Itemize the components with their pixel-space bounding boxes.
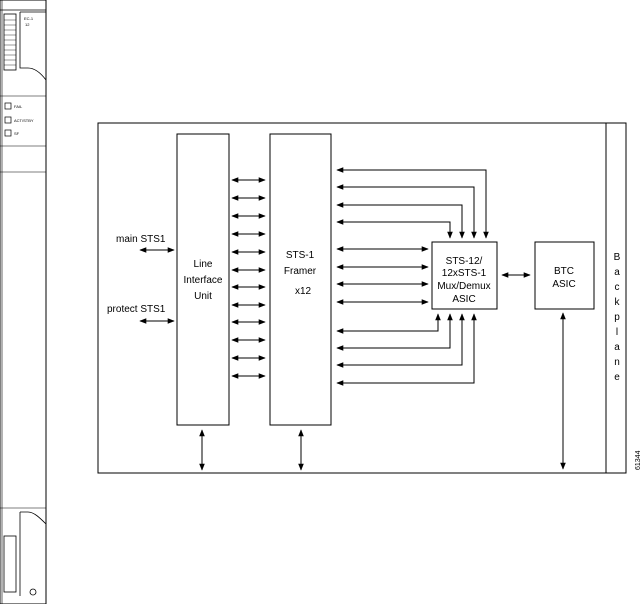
asic-label-3: Mux/Demux [437,281,490,292]
btc-asic-block [534,241,595,310]
svg-text:c: c [615,282,620,293]
card-ejector-bottom [3,535,17,593]
led-act-stby-label: ACT/STBY [14,118,34,123]
framer-asic-top-links [336,167,489,239]
asic-label-1: STS-12/ [446,256,483,267]
framer-asic-bottom-links [336,313,477,386]
led-sf-label: SF [14,131,20,136]
svg-text:e: e [614,372,620,383]
asic-label-4: ASIC [452,294,475,305]
sts1-framer-block [269,133,332,426]
card-port-count: 12 [25,22,30,27]
connector-arrows [139,167,566,471]
figure-id: 61344 [635,450,642,470]
main-sts1-label: main STS1 [116,234,166,245]
asic-label-2: 12xSTS-1 [442,268,487,279]
btc-label-2: ASIC [552,279,575,290]
svg-text:a: a [614,342,620,353]
backplane-label: B a c k p l a n e [614,252,621,383]
diagram-frame [97,122,627,474]
led-sf [4,129,12,137]
framer-label-1: STS-1 [286,250,315,261]
svg-text:p: p [614,312,620,323]
led-fail-label: FAIL [14,104,23,109]
framer-label-2: Framer [284,266,317,277]
svg-text:B: B [614,252,621,263]
liu-label-2: Interface [184,275,223,286]
led-act-stby [4,116,12,124]
protect-sts1-label: protect STS1 [107,304,166,315]
svg-text:k: k [615,297,621,308]
btc-label-1: BTC [554,266,574,277]
line-interface-unit-block [176,133,230,426]
card-ejector-top [3,13,17,71]
liu-label-3: Unit [194,291,212,302]
screw-icon [29,588,37,596]
framer-label-3: x12 [295,286,312,297]
framer-asic-mid-links [336,246,429,305]
liu-framer-links [231,177,266,379]
svg-text:n: n [614,357,620,368]
led-fail [4,102,12,110]
card-name: EC-1 [24,16,34,21]
svg-text:a: a [614,267,620,278]
mux-demux-asic-block [431,241,498,310]
liu-label-1: Line [194,259,213,270]
card-faceplate: EC-1 12 FAIL ACT/STBY SF [0,0,47,604]
svg-text:l: l [616,327,618,338]
